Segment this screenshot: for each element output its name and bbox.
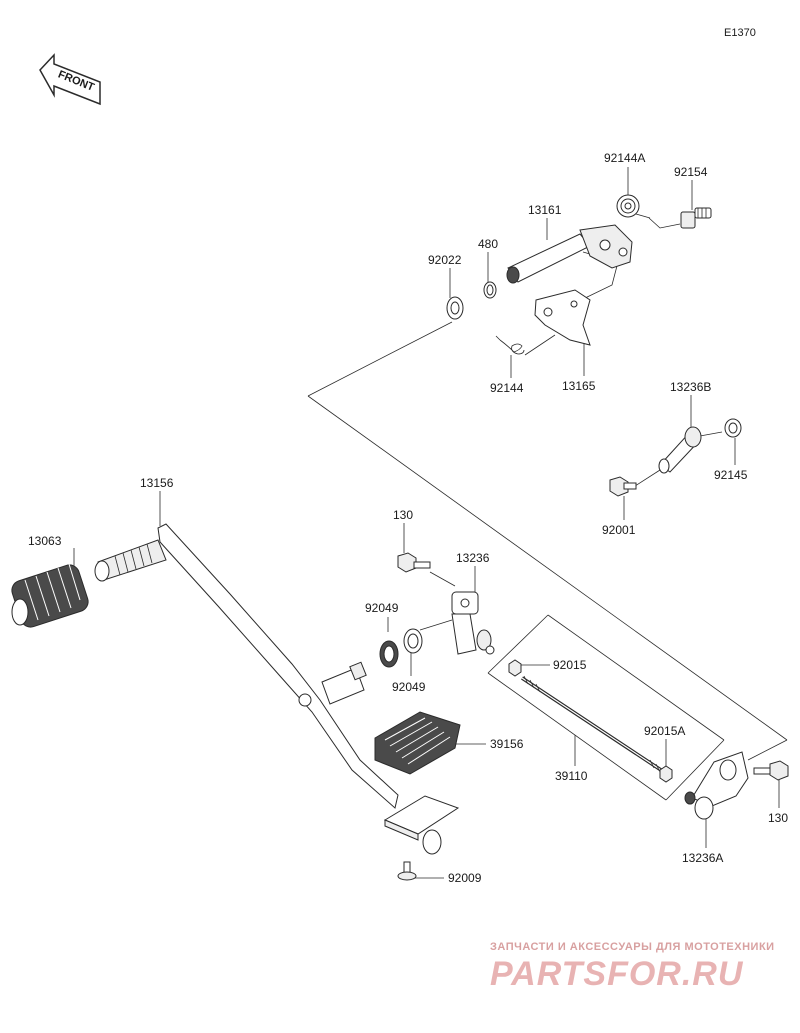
rod-39110 xyxy=(521,675,665,774)
watermark-tagline: ЗАПЧАСТИ И АКСЕССУАРЫ ДЛЯ МОТОТЕХНИКИ xyxy=(490,941,775,953)
watermark-logo: PARTSFOR.RU xyxy=(490,955,744,993)
label-130-top: 130 xyxy=(393,508,413,522)
label-92015: 92015 xyxy=(553,658,587,672)
shift-shaft-13161 xyxy=(506,224,633,284)
label-13165: 13165 xyxy=(562,379,596,393)
bolt-130-right xyxy=(753,760,789,781)
label-92022: 92022 xyxy=(428,253,462,267)
arm-13236a xyxy=(684,751,749,820)
washer-92022 xyxy=(446,296,464,320)
bolt-92001 xyxy=(609,476,637,497)
plate-13165 xyxy=(534,289,591,346)
shift-peg xyxy=(94,539,167,582)
arm-13236 xyxy=(451,591,495,655)
label-13156: 13156 xyxy=(140,476,174,490)
screw-92009 xyxy=(397,861,417,881)
label-13236: 13236 xyxy=(456,551,490,565)
label-13236a: 13236A xyxy=(682,851,723,865)
shift-rubber-13063 xyxy=(11,563,89,628)
leader-lines xyxy=(73,167,788,879)
label-13161: 13161 xyxy=(528,203,562,217)
front-direction-icon: FRONT xyxy=(39,53,101,106)
pivot-shaft xyxy=(321,661,367,705)
pin-92154 xyxy=(680,207,712,229)
shift-pedal-13156 xyxy=(157,523,399,809)
nut-92015a xyxy=(659,765,673,783)
label-39110: 39110 xyxy=(555,769,588,783)
spring-92144 xyxy=(495,335,525,355)
spring-92144a xyxy=(616,194,651,219)
label-13063: 13063 xyxy=(28,534,62,548)
label-92144a: 92144A xyxy=(604,151,645,165)
nut-92015 xyxy=(508,659,522,677)
spring-92145 xyxy=(724,418,742,438)
label-92049-a: 92049 xyxy=(365,601,399,615)
label-92015a: 92015A xyxy=(644,724,685,738)
label-92001: 92001 xyxy=(602,523,636,537)
label-92145: 92145 xyxy=(714,468,748,482)
seal-92049-a xyxy=(379,640,399,668)
label-480: 480 xyxy=(478,237,498,251)
diagram-code: E1370 xyxy=(724,27,756,39)
label-13236b: 13236B xyxy=(670,380,711,394)
bolt-130-top xyxy=(397,552,431,573)
label-92009: 92009 xyxy=(448,871,482,885)
circlip-480 xyxy=(483,281,497,299)
label-39156: 39156 xyxy=(490,737,524,751)
pedal-pad-39156 xyxy=(374,711,461,775)
pedal-bracket-plate xyxy=(383,795,460,855)
label-92049-b: 92049 xyxy=(392,680,426,694)
label-92144: 92144 xyxy=(490,381,524,395)
label-130-right: 130 xyxy=(768,811,788,825)
label-92154: 92154 xyxy=(674,165,708,179)
seal-92049-b xyxy=(403,628,423,654)
arm-13236b xyxy=(658,426,702,474)
